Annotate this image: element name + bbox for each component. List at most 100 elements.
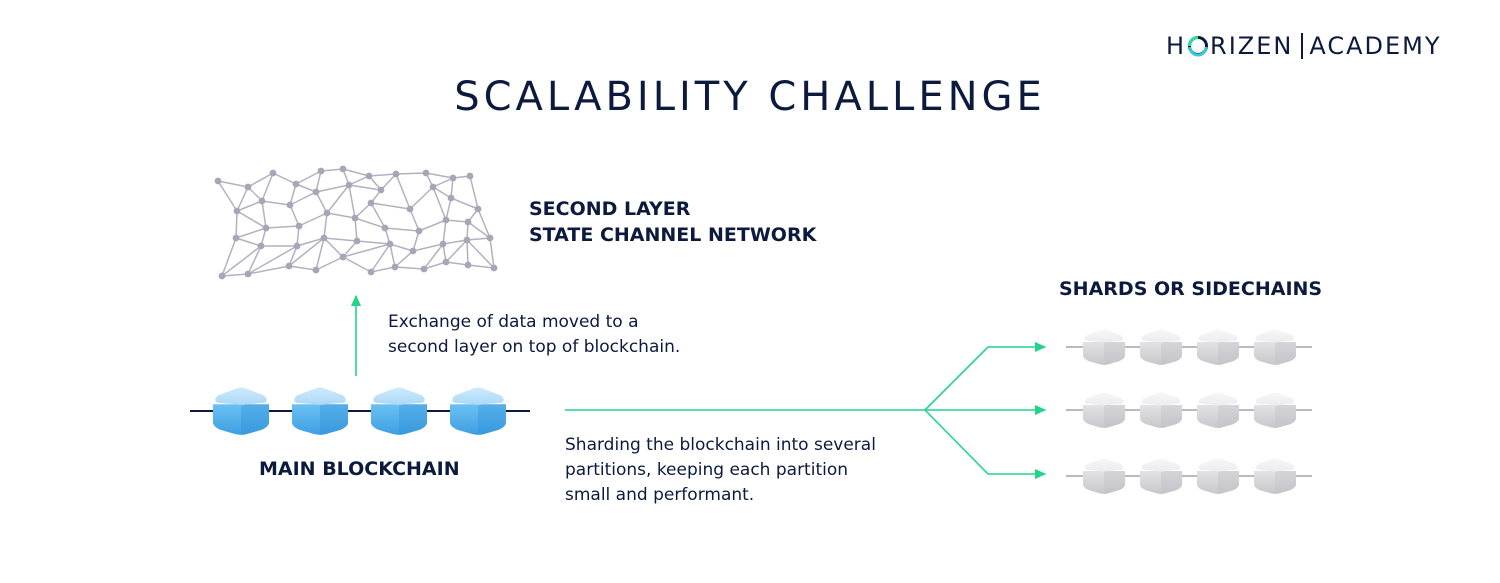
main-blockchain-graphic <box>190 387 530 435</box>
logo-o-icon <box>1187 35 1209 57</box>
network-node <box>464 218 472 226</box>
network-edge <box>221 245 262 277</box>
network-edge <box>295 183 317 193</box>
network-node <box>386 240 394 248</box>
logo-word-rizen: RIZEN <box>1210 32 1294 60</box>
network-edge <box>409 208 420 232</box>
network-edge <box>389 243 414 252</box>
network-edge <box>425 172 454 179</box>
network-edge <box>235 237 262 247</box>
network-edge <box>323 212 328 239</box>
shard-row-2 <box>1066 392 1312 428</box>
network-edge <box>315 256 344 271</box>
network-edge <box>296 237 325 247</box>
network-node <box>233 207 241 215</box>
shard-block-3-4 <box>1254 458 1296 494</box>
network-node <box>285 262 293 270</box>
state-channel-network-graphic <box>217 168 495 277</box>
network-edge <box>348 175 370 186</box>
sharding-arrows <box>565 341 1047 480</box>
second-layer-label: SECOND LAYER STATE CHANNEL NETWORK <box>529 196 816 248</box>
network-edge <box>289 183 297 206</box>
network-node <box>218 272 226 280</box>
network-edge <box>288 245 298 267</box>
network-edge <box>265 225 300 229</box>
network-node <box>392 170 400 178</box>
network-node <box>367 268 375 276</box>
logo-letter-h: H <box>1166 32 1187 60</box>
shard-block-1-2 <box>1140 329 1182 365</box>
network-edge <box>395 173 411 210</box>
network-edge <box>342 256 372 273</box>
network-edge <box>342 243 391 258</box>
network-node <box>258 197 266 205</box>
network-edge <box>354 217 386 229</box>
network-edge <box>342 240 358 258</box>
network-edge <box>445 197 452 221</box>
network-node <box>320 234 328 242</box>
network-edge <box>247 265 290 275</box>
network-node <box>415 227 423 235</box>
main-block-1 <box>213 387 269 435</box>
network-edge <box>354 202 372 219</box>
shards-label: SHARDS OR SIDECHAINS <box>1059 278 1323 300</box>
network-edge <box>394 266 425 270</box>
shard-block-3-1 <box>1083 458 1125 494</box>
network-edge <box>442 219 447 245</box>
network-edge <box>412 230 420 252</box>
network-edge <box>469 175 479 210</box>
branch-top-arrow <box>924 341 1047 411</box>
network-edge <box>489 237 495 269</box>
network-edge <box>272 172 297 185</box>
network-node <box>351 214 359 222</box>
network-edge <box>466 239 469 266</box>
network-node <box>449 174 457 182</box>
network-node <box>377 186 385 194</box>
network-edge <box>326 212 356 219</box>
network-node <box>317 167 325 175</box>
network-node <box>295 222 303 230</box>
network-node <box>367 199 375 207</box>
network-node <box>422 169 430 177</box>
sharding-note-line3: small and performant. <box>565 485 755 505</box>
network-edge <box>217 180 238 212</box>
network-edge <box>348 184 356 219</box>
network-edge <box>217 180 249 188</box>
network-edge <box>326 184 350 214</box>
network-edge <box>445 239 468 263</box>
network-edge <box>323 237 344 258</box>
network-edge <box>466 239 495 269</box>
network-edge <box>315 170 322 193</box>
network-node <box>463 236 471 244</box>
network-node <box>244 270 252 278</box>
network-edge <box>354 217 358 242</box>
main-block-3 <box>371 387 427 435</box>
network-edge <box>236 186 249 212</box>
network-node <box>214 177 222 185</box>
network-edge <box>477 208 491 239</box>
network-node <box>269 169 277 177</box>
network-edge <box>394 250 414 268</box>
logo-word-academy: ACADEMY <box>1309 32 1442 60</box>
network-node <box>486 234 494 242</box>
network-node <box>406 205 414 213</box>
network-edge <box>315 191 328 214</box>
network-node <box>257 242 265 250</box>
network-edge <box>289 191 317 206</box>
network-node <box>439 240 447 248</box>
network-node <box>464 261 472 269</box>
shard-block-1-1 <box>1083 329 1125 365</box>
network-edge <box>409 186 434 210</box>
main-block-2 <box>292 387 348 435</box>
network-edge <box>450 197 479 210</box>
network-node <box>447 194 455 202</box>
network-nodes <box>214 165 498 280</box>
network-node <box>365 172 373 180</box>
network-edge <box>432 177 454 188</box>
network-edge <box>356 240 391 245</box>
network-edge <box>315 237 325 271</box>
network-edge <box>261 200 291 206</box>
shard-block-1-3 <box>1197 329 1239 365</box>
network-edge <box>380 173 397 191</box>
